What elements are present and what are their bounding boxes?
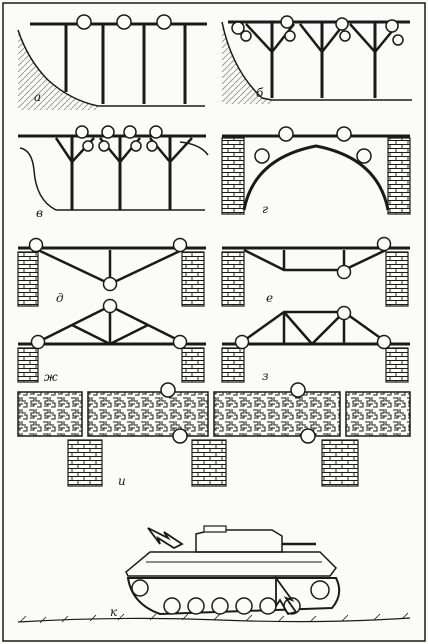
panel-b-label: б <box>256 86 264 100</box>
panel-v-charge <box>123 125 137 139</box>
panel-d-charge <box>28 237 44 253</box>
panel-k-road-wheel <box>187 597 205 615</box>
panel-i-beam-segment <box>17 391 83 437</box>
panel-e-right-pier <box>385 251 409 307</box>
panel-e-charge <box>376 236 392 252</box>
panel-b-charge <box>385 19 399 33</box>
panel-z-charge <box>376 334 392 350</box>
panel-d-label: д <box>56 291 64 305</box>
panel-d: д <box>17 237 206 307</box>
panel-z: з <box>221 305 410 383</box>
panel-e-label: е <box>266 291 273 305</box>
panel-b-charge <box>339 30 351 42</box>
panel-z-label: з <box>262 369 269 383</box>
panel-v-charge <box>146 140 158 152</box>
panel-i-charge <box>172 428 188 444</box>
panel-a-charge <box>76 14 92 30</box>
panel-a-charge <box>156 14 172 30</box>
panel-v-struts <box>54 137 193 165</box>
panel-zh-charge <box>30 334 46 350</box>
panel-g-left-pier <box>221 137 245 215</box>
panel-zh-charge <box>172 334 188 350</box>
panel-e-truss <box>243 248 387 272</box>
panel-k-hull <box>125 551 337 577</box>
panel-a-charge <box>116 14 132 30</box>
panel-i-charge <box>300 428 316 444</box>
panel-g-arch <box>242 144 390 211</box>
panel-v-charge <box>101 125 115 139</box>
panel-b-charge <box>231 21 245 35</box>
panel-d-charge <box>172 237 188 253</box>
panel-z-right-pier <box>385 347 409 383</box>
panel-v-charge <box>82 140 94 152</box>
panel-g-charge <box>254 148 270 164</box>
panel-k-turret <box>195 529 283 553</box>
panel-d-left-pier <box>17 251 39 307</box>
panel-v-far-bank <box>179 141 209 156</box>
panel-v-ground-line <box>19 147 205 211</box>
panel-k-drive-sprocket <box>310 580 330 600</box>
panel-b-charge <box>392 34 404 46</box>
panel-v-charge <box>75 125 89 139</box>
panel-k-road-wheel <box>211 597 229 615</box>
panel-i: и <box>17 382 411 488</box>
panel-z-charge <box>234 334 250 350</box>
panel-z-left-pier <box>221 347 245 383</box>
panel-i-charge <box>160 382 176 398</box>
panel-b-charge <box>280 15 294 29</box>
panel-b-charge <box>284 30 296 42</box>
panel-g-charge <box>336 126 352 142</box>
panel-e: е <box>221 236 410 307</box>
panel-v-charge <box>149 125 163 139</box>
panel-i-beam-segment <box>87 391 209 437</box>
panel-i-charge <box>290 382 306 398</box>
panel-b-charge <box>335 17 349 31</box>
panel-k-road-wheel <box>235 597 253 615</box>
panel-i-pier <box>191 439 227 487</box>
panel-k-idler-wheel <box>131 579 149 597</box>
panel-g-charge <box>356 148 372 164</box>
panel-k-road-wheel <box>163 597 181 615</box>
panel-k-track <box>126 577 341 616</box>
panel-v-label: в <box>36 206 43 220</box>
panel-k-arrow-turret <box>147 527 184 550</box>
panel-g-label: г <box>262 202 268 216</box>
panel-z-charge <box>336 305 352 321</box>
panel-v-charge <box>130 140 142 152</box>
panel-v-charge <box>98 140 110 152</box>
panel-k: к <box>17 525 411 624</box>
panel-a-label: а <box>34 90 41 104</box>
panel-i-beam-segment <box>345 391 411 437</box>
panel-i-pier <box>321 439 359 487</box>
panel-k-label: к <box>110 605 118 619</box>
panel-zh-label: ж <box>44 370 58 384</box>
panel-v: в <box>18 125 209 220</box>
panel-b: б <box>221 15 412 104</box>
panel-g: г <box>221 126 411 216</box>
panel-z-truss <box>241 310 387 346</box>
panel-zh: ж <box>17 298 206 384</box>
panel-i-pier <box>67 439 103 487</box>
panel-e-charge <box>336 264 352 280</box>
panel-g-right-pier <box>387 137 411 215</box>
panel-k-arrow-track <box>275 575 298 616</box>
panel-i-beam-segment <box>213 391 341 437</box>
panel-g-charge <box>278 126 294 142</box>
panel-b-charge <box>240 30 252 42</box>
panel-zh-charge <box>102 298 118 314</box>
panel-i-label: и <box>118 474 126 488</box>
panel-zh-left-pier <box>17 347 39 383</box>
panel-k-road-wheel <box>259 597 277 615</box>
panel-k-hatch <box>203 525 227 533</box>
panel-d-right-pier <box>181 251 205 307</box>
panel-d-charge <box>102 276 118 292</box>
panel-e-left-pier <box>221 251 245 307</box>
panel-zh-right-pier <box>181 347 205 383</box>
panel-k-ground <box>17 617 411 623</box>
panel-a: а <box>17 14 207 110</box>
